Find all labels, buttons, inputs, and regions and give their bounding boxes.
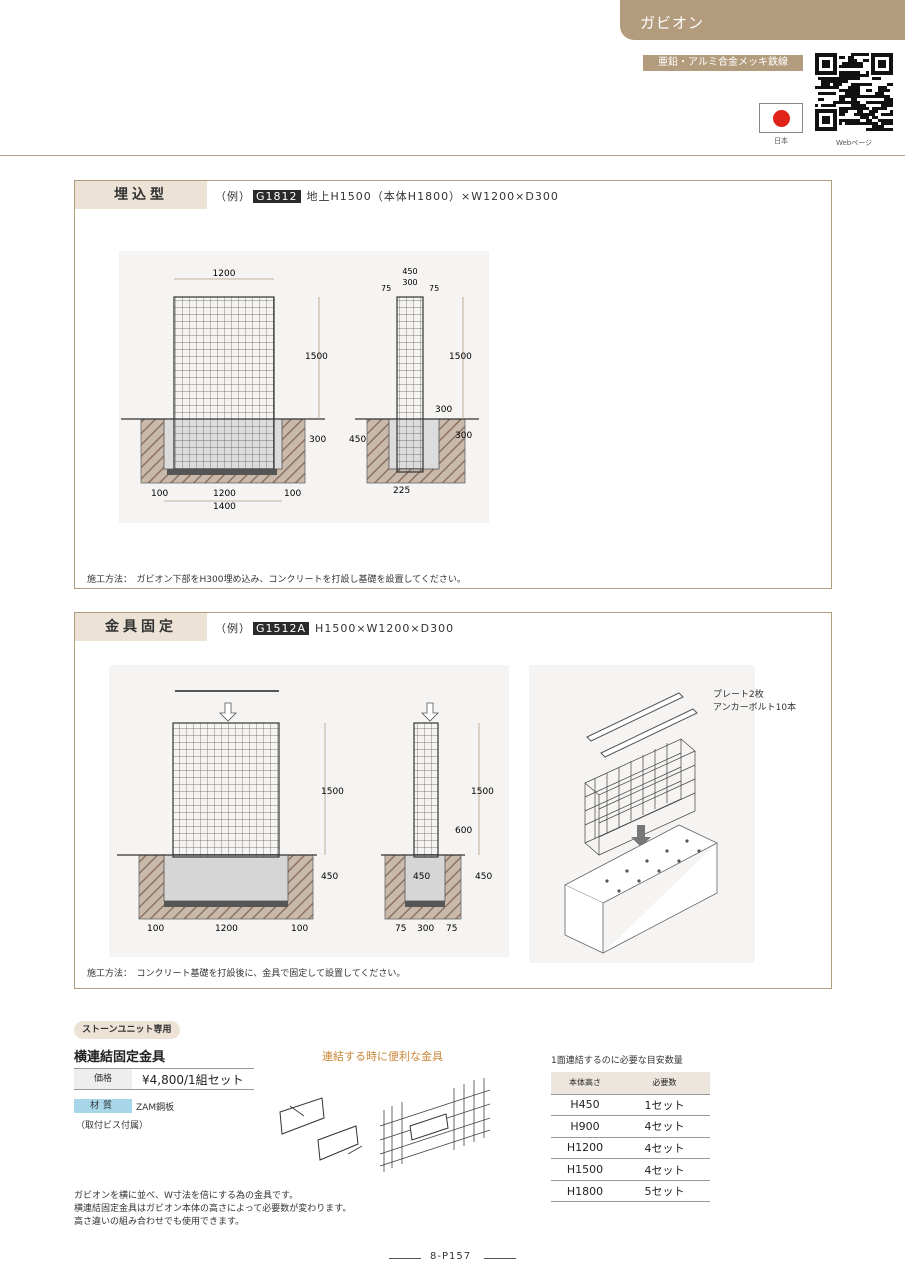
side-dim-center: 300 bbox=[417, 924, 434, 934]
dim-right: 100 bbox=[284, 489, 301, 499]
material-label: 材質 bbox=[74, 1099, 132, 1113]
bracket-diagram: 1500 450 100 1200 100 1500 600 450 450 7… bbox=[109, 665, 509, 957]
side-dim-embed: 300 bbox=[455, 431, 472, 441]
dim-top-width: 1200 bbox=[213, 269, 236, 279]
dim-foundation: 450 bbox=[321, 872, 338, 882]
material-value: ZAM鋼板 bbox=[136, 1103, 175, 1113]
category-tab: ガビオン bbox=[620, 0, 905, 40]
side-dim-total: 450 bbox=[402, 267, 417, 276]
spec-text: H1500×W1200×D300 bbox=[315, 622, 455, 635]
example-prefix: （例） bbox=[215, 622, 251, 635]
bracket-example: （例）G1512A H1500×W1200×D300 bbox=[215, 620, 454, 636]
side-dim-left: 75 bbox=[395, 924, 406, 934]
web-caption: Webページ bbox=[835, 139, 873, 147]
bracket-illustration bbox=[279, 1078, 491, 1172]
embed-example: （例）G1812 地上H1500（本体H1800）×W1200×D300 bbox=[215, 188, 559, 204]
table-header-row: 本体高さ 必要数 bbox=[551, 1072, 710, 1095]
bracket-isometric-diagram bbox=[529, 665, 755, 963]
embed-section-title: 埋込型 bbox=[75, 181, 207, 209]
dim-height: 1500 bbox=[305, 352, 328, 362]
spec-text: 地上H1500（本体H1800）×W1200×D300 bbox=[306, 190, 559, 203]
parts-note-bolt: アンカーボルト10本 bbox=[713, 703, 797, 713]
qr-code[interactable] bbox=[815, 53, 893, 131]
description-line: ガビオンを横に並べ、W寸法を倍にする為の金具です。 bbox=[74, 1191, 299, 1201]
side-dim-foundation-left: 450 bbox=[413, 872, 430, 882]
side-dim-base: 225 bbox=[393, 486, 410, 496]
table-caption: 1面連結するのに必要な目安数量 bbox=[551, 1056, 683, 1066]
material-badge: 亜鉛・アルミ合金メッキ鉄線 bbox=[643, 55, 803, 71]
dim-left: 100 bbox=[147, 924, 164, 934]
col-required: 必要数 bbox=[619, 1072, 710, 1095]
example-prefix: （例） bbox=[215, 190, 251, 203]
embed-diagram: 1200 1500 300 100 1200 100 1400 450 300 … bbox=[119, 251, 489, 523]
dim-right: 100 bbox=[291, 924, 308, 934]
bracket-section-title: 金具固定 bbox=[75, 613, 207, 641]
bracket-method-note: 施工方法： コンクリート基礎を打設後に、金具で固定して設置してください。 bbox=[87, 969, 406, 979]
side-dim-height: 1500 bbox=[471, 787, 494, 797]
bracket-section: 金具固定 （例）G1512A H1500×W1200×D300 1500 450 … bbox=[74, 612, 832, 989]
dim-total: 1400 bbox=[213, 502, 236, 512]
origin-caption: 日本 bbox=[774, 137, 788, 145]
cell-height: H450 bbox=[551, 1094, 619, 1117]
side-dim-inner: 600 bbox=[455, 826, 472, 836]
price-row: 価格 ¥4,800/1組セット bbox=[74, 1068, 254, 1090]
description-line: 横連結固定金具はガビオン本体の高さによって必要数が変わります。 bbox=[74, 1204, 352, 1214]
cell-required: 5セット bbox=[619, 1180, 710, 1203]
side-dim-foundation: 450 bbox=[349, 435, 366, 445]
model-code: G1512A bbox=[253, 622, 310, 635]
price-label: 価格 bbox=[74, 1069, 132, 1089]
dim-embed: 300 bbox=[309, 435, 326, 445]
accessory-title: 横連結固定金具 bbox=[74, 1050, 166, 1065]
cell-required: 1セット bbox=[619, 1094, 710, 1117]
side-dim-height: 1500 bbox=[449, 352, 472, 362]
cell-required: 4セット bbox=[619, 1158, 710, 1181]
side-dim-center: 300 bbox=[402, 278, 417, 287]
page-number: 8-P157 bbox=[430, 1251, 472, 1262]
footer-rule-right bbox=[484, 1258, 516, 1259]
cell-height: H1200 bbox=[551, 1137, 619, 1160]
description-line: 高さ違いの組み合わせでも使用できます。 bbox=[74, 1217, 245, 1227]
price-value: ¥4,800/1組セット bbox=[142, 1073, 244, 1087]
cell-required: 4セット bbox=[619, 1137, 710, 1160]
stone-unit-tag: ストーンユニット専用 bbox=[74, 1021, 180, 1039]
side-dim-left: 75 bbox=[381, 284, 391, 293]
cell-height: H1800 bbox=[551, 1180, 619, 1203]
side-dim-foundation-right: 450 bbox=[475, 872, 492, 882]
dim-base: 1200 bbox=[213, 489, 236, 499]
col-height: 本体高さ bbox=[551, 1072, 619, 1095]
cell-height: H900 bbox=[551, 1115, 619, 1138]
japan-flag-icon bbox=[759, 103, 803, 133]
side-dim-right: 75 bbox=[446, 924, 457, 934]
dim-height: 1500 bbox=[321, 787, 344, 797]
cell-height: H1500 bbox=[551, 1158, 619, 1181]
included-note: （取付ビス付属） bbox=[76, 1121, 149, 1131]
parts-note: プレート2枚 アンカーボルト10本 bbox=[713, 689, 796, 715]
parts-note-plate: プレート2枚 bbox=[713, 690, 764, 700]
cell-required: 4セット bbox=[619, 1115, 710, 1138]
model-code: G1812 bbox=[253, 190, 301, 203]
dim-width: 1200 bbox=[215, 924, 238, 934]
embed-method-note: 施工方法： ガビオン下部をH300埋め込み、コンクリートを打設し基礎を設置してく… bbox=[87, 575, 466, 585]
catch-copy: 連結する時に便利な金具 bbox=[322, 1050, 443, 1063]
footer-rule-left bbox=[389, 1258, 421, 1259]
side-dim-inner: 300 bbox=[435, 405, 452, 415]
header-divider bbox=[0, 155, 905, 156]
side-dim-right: 75 bbox=[429, 284, 439, 293]
accessory-description: ガビオンを横に並べ、W寸法を倍にする為の金具です。 横連結固定金具はガビオン本体… bbox=[74, 1190, 351, 1229]
dim-left: 100 bbox=[151, 489, 168, 499]
